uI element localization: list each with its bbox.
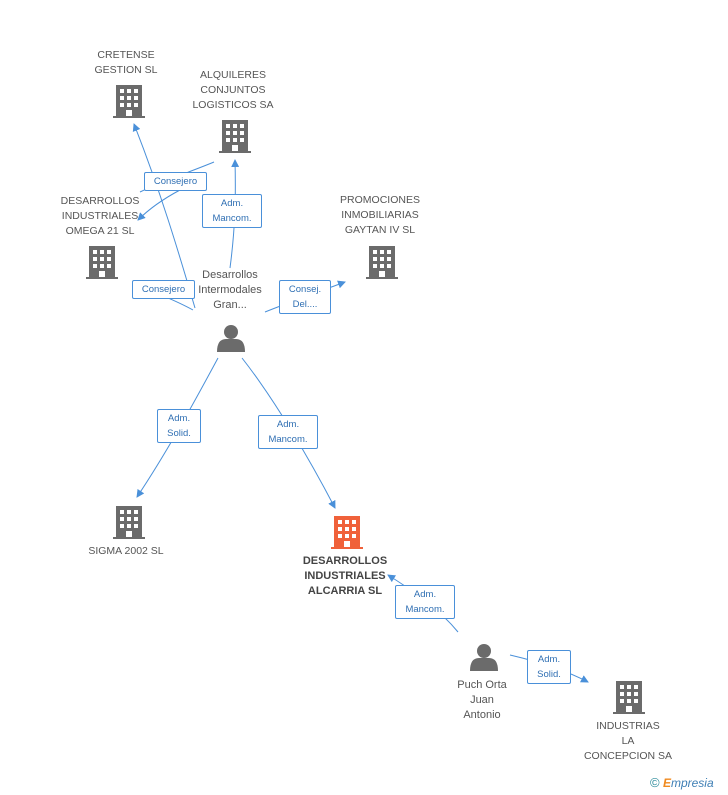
company-gaytan-label[interactable]: PROMOCIONES INMOBILIARIAS GAYTAN IV SL <box>340 194 420 236</box>
building-icon <box>86 246 118 279</box>
building-icon <box>613 681 645 714</box>
empresia-logo: Empresia <box>662 776 714 790</box>
copyright-symbol: © <box>650 775 660 790</box>
person-puch-label[interactable]: Puch Orta Juan Antonio <box>457 679 507 721</box>
edge-label-adm-mancom-puch[interactable]: Adm. Mancom. <box>395 585 455 619</box>
edge-label-adm-mancom-alcarria[interactable]: Adm. Mancom. <box>258 415 318 449</box>
building-icon <box>113 85 145 118</box>
company-alcarria-label[interactable]: DESARROLLOS INDUSTRIALES ALCARRIA SL <box>302 555 388 597</box>
edge-label-adm-solid-concepcion[interactable]: Adm. Solid. <box>527 650 571 684</box>
edge-to-omega <box>137 189 181 221</box>
edge-label-adm-solid-sigma[interactable]: Adm. Solid. <box>157 409 201 443</box>
person-desarrollos-label[interactable]: Desarrollos Intermodales Gran... <box>198 269 262 311</box>
person-icon <box>470 644 498 671</box>
company-sigma-label[interactable]: SIGMA 2002 SL <box>88 545 164 557</box>
building-icon <box>113 506 145 539</box>
edge-label-consejero-top[interactable]: Consejero <box>144 172 207 191</box>
edge-label-consejero-left[interactable]: Consejero <box>132 280 195 299</box>
person-icon <box>217 325 245 352</box>
building-icon <box>219 120 251 153</box>
company-cretense-label[interactable]: CRETENSE GESTION SL <box>94 49 158 76</box>
building-icon <box>366 246 398 279</box>
edge-label-consej-del[interactable]: Consej. Del.... <box>279 280 331 314</box>
building-icon <box>331 516 363 549</box>
company-omega-label[interactable]: DESARROLLOS INDUSTRIALES OMEGA 21 SL <box>60 195 140 237</box>
edge-label-adm-mancom-alquileres[interactable]: Adm. Mancom. <box>202 194 262 228</box>
company-concepcion-label[interactable]: INDUSTRIAS LA CONCEPCION SA <box>583 720 673 762</box>
company-alquileres-label[interactable]: ALQUILERES CONJUNTOS LOGISTICOS SA <box>192 69 274 111</box>
footer-brand: © Empresia <box>650 775 714 790</box>
